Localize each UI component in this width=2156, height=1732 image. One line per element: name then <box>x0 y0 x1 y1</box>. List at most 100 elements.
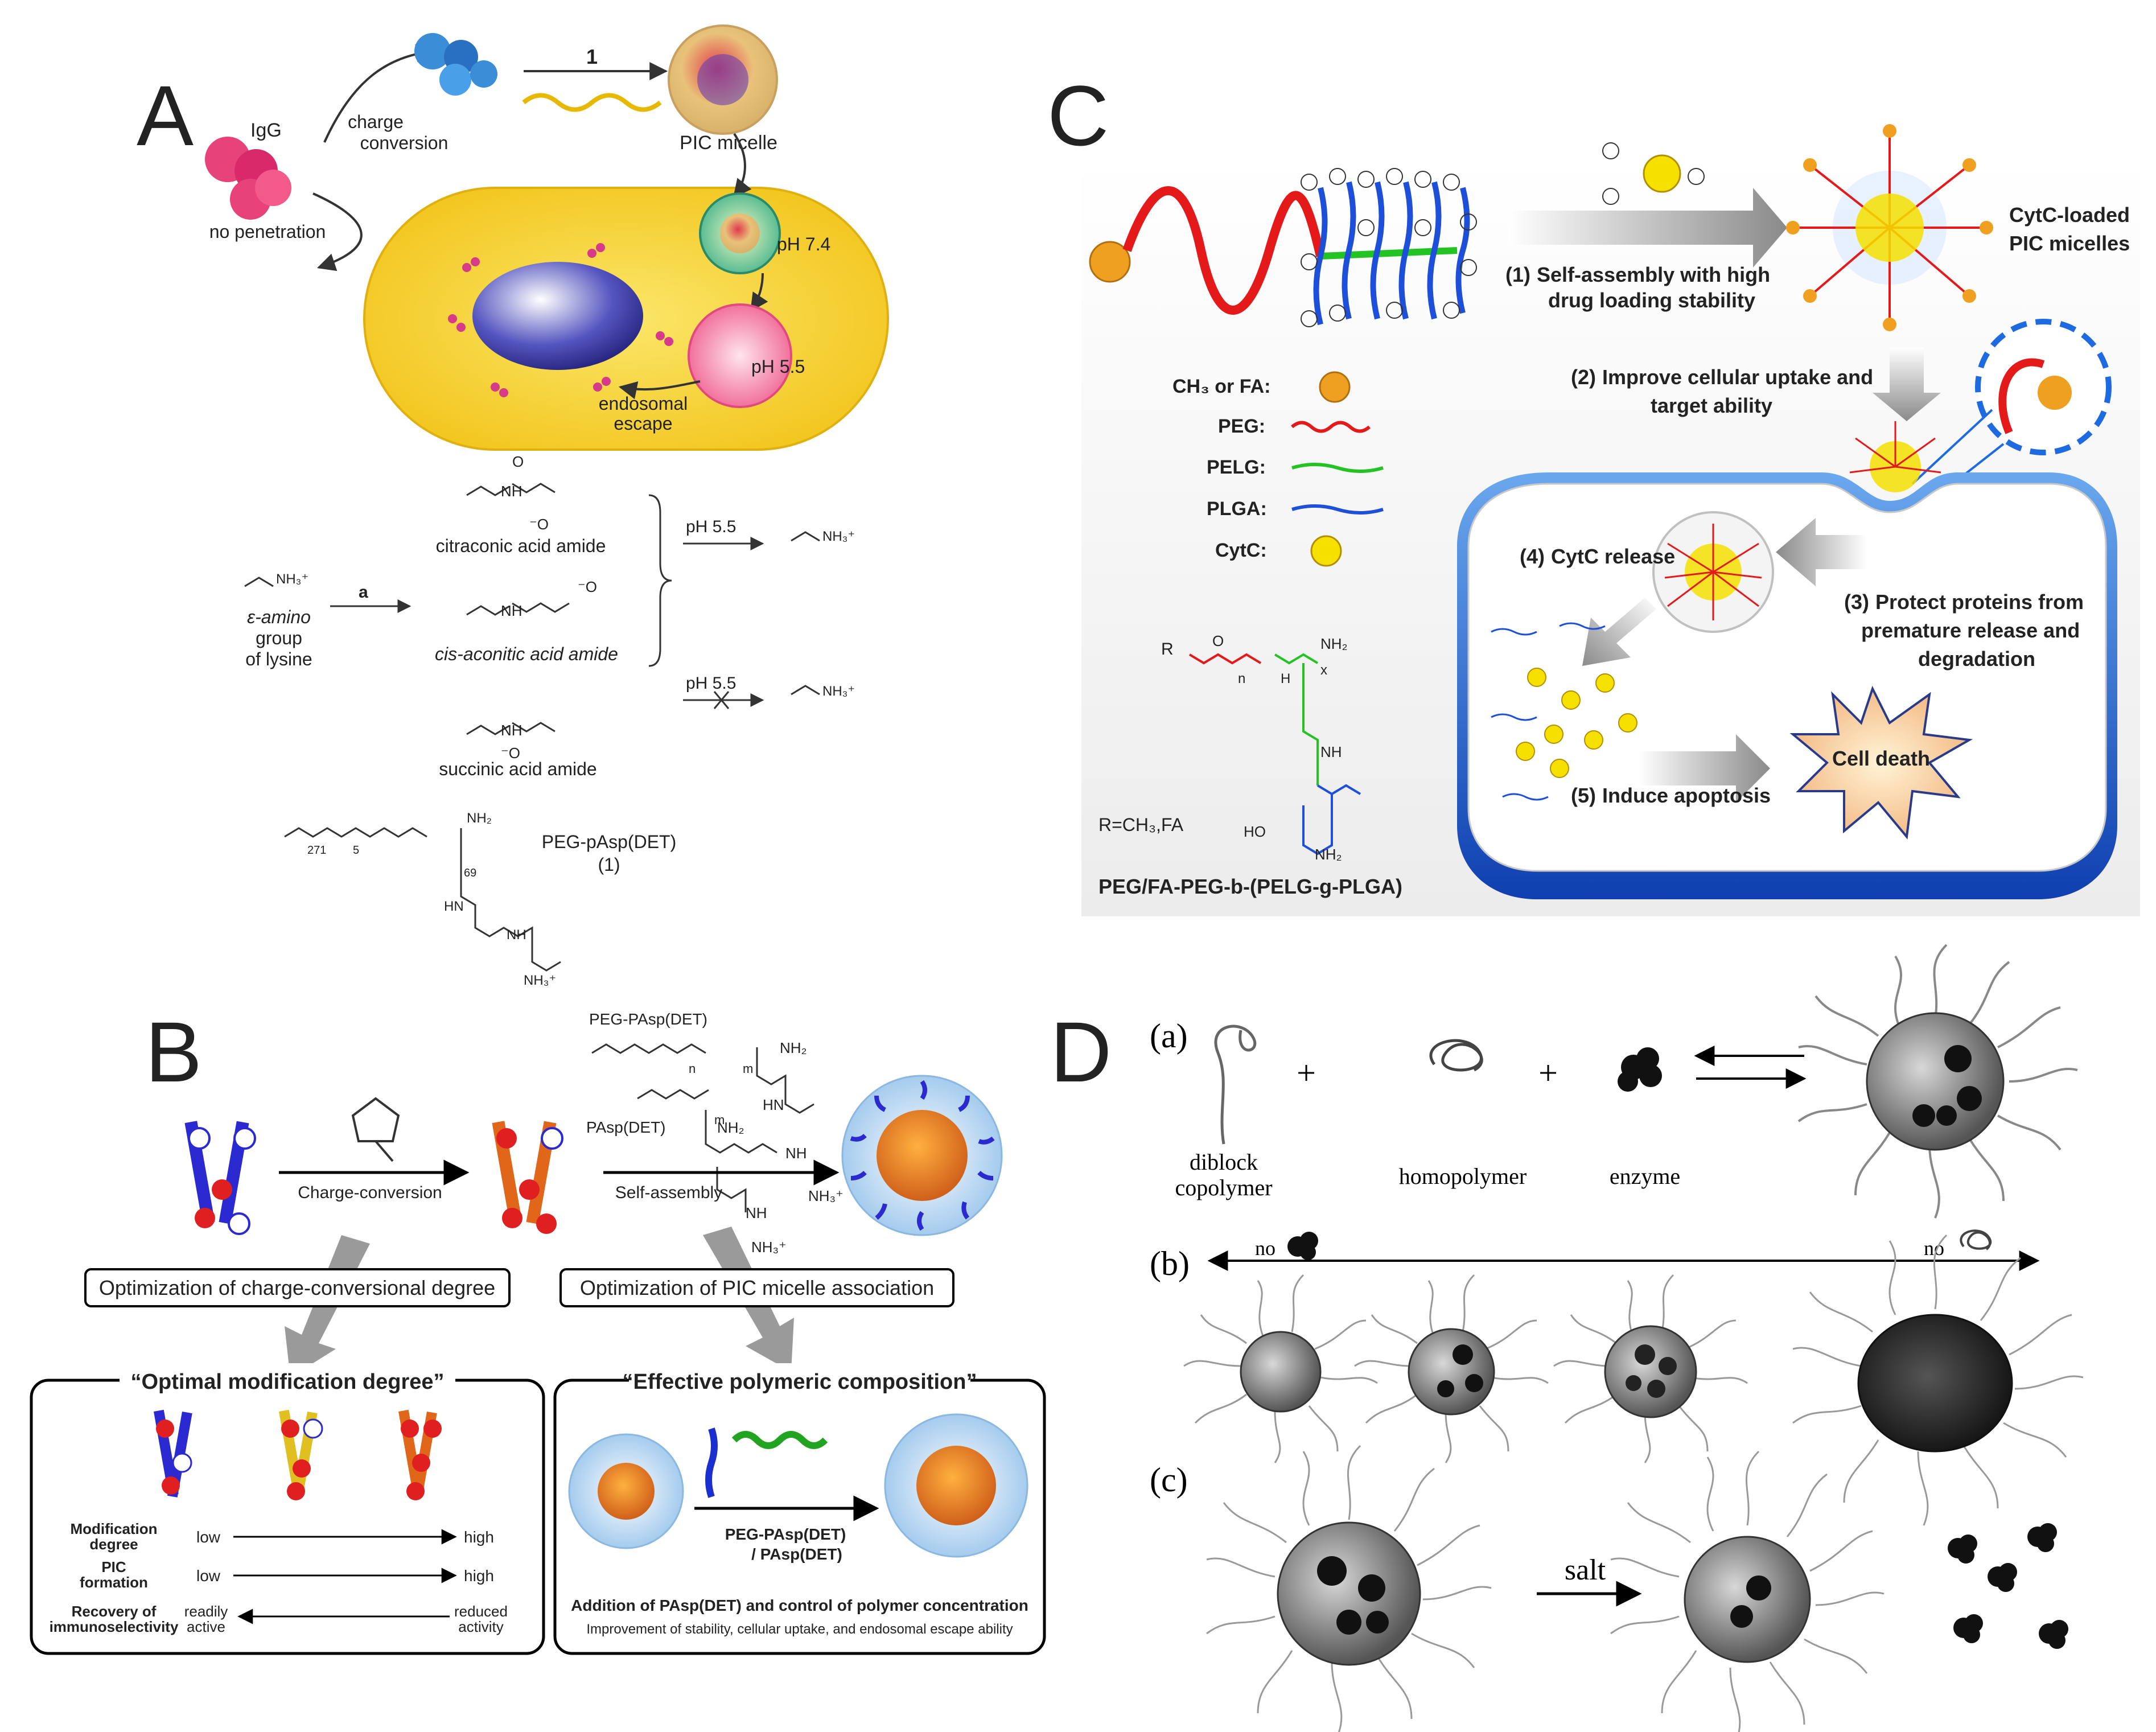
struct-r-label: R <box>1161 640 1174 659</box>
opt-charge-box <box>84 1268 511 1307</box>
panel-label-c: C <box>1047 68 1109 163</box>
plus-2: + <box>1538 1054 1558 1092</box>
r-ch3fa-label: R=CH₃,FA <box>1098 814 1184 835</box>
opt-pic-box <box>559 1268 954 1307</box>
step-1-line-2: drug loading stability <box>1548 289 1755 312</box>
blue-polymer-b <box>705 1427 718 1498</box>
legend-plga: PLGA: <box>1207 498 1267 520</box>
nh-label-2: NH <box>501 602 522 619</box>
pic-micelle-label: PIC micelle <box>680 132 777 154</box>
reduced-label-2: activity <box>458 1618 503 1635</box>
uptake-arrow <box>733 133 752 198</box>
ph55-bottom-label: pH 5.5 <box>686 674 736 693</box>
step-3-number: (3) <box>1844 590 1869 614</box>
ominus-label-3: ⁻O <box>501 744 520 762</box>
struct-x-label: x <box>1320 663 1327 678</box>
nh-peg-label: NH <box>507 927 526 943</box>
converted-antibody-icon <box>492 1121 563 1234</box>
enzyme-icon <box>1618 1047 1662 1092</box>
released-polymers <box>1491 622 1606 801</box>
brace <box>648 494 672 667</box>
micelle-d-b2 <box>1354 1274 1549 1463</box>
converted-igg-icon <box>414 33 497 96</box>
hn-b-label: HN <box>763 1096 784 1113</box>
pink-endosome <box>688 303 792 408</box>
diblock-label-2: copolymer <box>1175 1175 1272 1200</box>
cytc-icon-top <box>1602 142 1705 205</box>
native-antibody-icon <box>184 1121 256 1235</box>
arrow-1-label: 1 <box>586 45 598 68</box>
improvement-label: Improvement of stability, cellular uptak… <box>586 1622 1013 1637</box>
mod-degree-label-1: Modification <box>70 1520 157 1537</box>
green-polymer-b <box>731 1431 828 1449</box>
rec-label-2: immunoselectivity <box>50 1618 179 1635</box>
sub-5: 5 <box>353 844 359 857</box>
struct-o-label: O <box>1212 632 1224 649</box>
o-label-1: O <box>512 453 524 470</box>
cytc-loaded-micelle <box>1786 124 1993 331</box>
homopolymer-label: homopolymer <box>1399 1163 1527 1189</box>
endosomal-label: endosomal <box>599 393 688 414</box>
cis-aconitic-label: cis-aconitic acid amide <box>435 644 618 664</box>
legend-peg: PEG: <box>1218 415 1265 437</box>
effective-poly-label: “Effective polymeric composition” <box>623 1370 977 1394</box>
struct-n-label: n <box>1238 671 1245 686</box>
nh2-b-label: NH₂ <box>780 1039 807 1056</box>
panel-a: A IgG charge conversion 1 PIC micelle <box>137 24 889 988</box>
step-2-arrow <box>1873 347 1941 421</box>
nh-label-3: NH <box>501 722 522 739</box>
igg-label: IgG <box>250 120 282 141</box>
struct-nh2-b-label: NH₂ <box>1315 846 1342 863</box>
plus-1: + <box>1297 1054 1316 1092</box>
pic-label-1: PIC <box>101 1558 126 1575</box>
legend-cytc: CytC: <box>1215 540 1267 561</box>
no-enzyme-icon <box>1287 1232 1318 1260</box>
fa-end-group <box>1089 241 1131 283</box>
nh3-b2-label: NH₃⁺ <box>751 1239 787 1256</box>
peg-pasp2-label: PEG-PAsp(DET) <box>725 1525 846 1543</box>
diblock-copolymer-icon <box>1214 1025 1257 1145</box>
step-2-line-1: Improve cellular uptake and <box>1602 365 1873 389</box>
charge-label-2: conversion <box>360 133 449 153</box>
legend-cytc-swatch <box>1310 535 1342 567</box>
large-micelle-b <box>884 1413 1028 1558</box>
panel-label-a: A <box>137 68 194 163</box>
peg-pasp-num-label: (1) <box>598 854 620 875</box>
polymer-name-label: PEG/FA-PEG-b-(PELG-g-PLGA) <box>1098 875 1402 898</box>
peg-pasp-structure <box>284 827 561 972</box>
legend-pelg: PELG: <box>1207 456 1266 478</box>
step-5-arrow <box>1639 734 1770 803</box>
endosome-micelle-arms <box>1664 524 1762 620</box>
charge-conversion-label-b: Charge-conversion <box>298 1183 442 1202</box>
mod-degree-label-2: degree <box>89 1536 138 1553</box>
step-2-line-2: target ability <box>1651 394 1772 417</box>
nh-b-label: NH <box>785 1145 807 1162</box>
optimal-mod-label: “Optimal modification degree” <box>130 1370 444 1394</box>
negative-charges <box>1301 168 1477 327</box>
step-5-number: (5) <box>1571 784 1596 807</box>
opt-pic-label: Optimization of PIC micelle association <box>580 1276 934 1299</box>
panel-label-d: D <box>1050 1004 1112 1100</box>
plga-grafts <box>1313 181 1470 326</box>
ph55-top-label: pH 5.5 <box>686 517 736 536</box>
receptor-icons <box>448 243 673 397</box>
zoom-fa <box>2038 376 2072 410</box>
addition-label: Addition of PAsp(DET) and control of pol… <box>571 1597 1028 1614</box>
step-4-label: CytC release <box>1551 545 1675 568</box>
panel-label-b: B <box>145 1004 202 1100</box>
rec-label-1: Recovery of <box>72 1603 157 1620</box>
anhydride-ring <box>351 1097 400 1162</box>
polymer-squiggle <box>522 93 662 112</box>
no-homopolymer-icon <box>1960 1229 1992 1250</box>
micelle-d-c1 <box>1206 1445 1492 1732</box>
no-penetration-label: no penetration <box>209 221 326 242</box>
micelle-d-c2 <box>1610 1450 1885 1732</box>
step-3-line-1: Protect proteins from <box>1875 590 2084 614</box>
n-b-label: n <box>689 1062 696 1076</box>
nh-b2-label: NH <box>746 1204 767 1221</box>
step-4-number: (4) <box>1520 545 1545 568</box>
legend-peg-swatch <box>1291 421 1371 433</box>
legend-fa-swatch <box>1319 371 1351 403</box>
legend-plga-swatch <box>1291 504 1384 515</box>
step-3-arrow <box>1776 518 1867 586</box>
